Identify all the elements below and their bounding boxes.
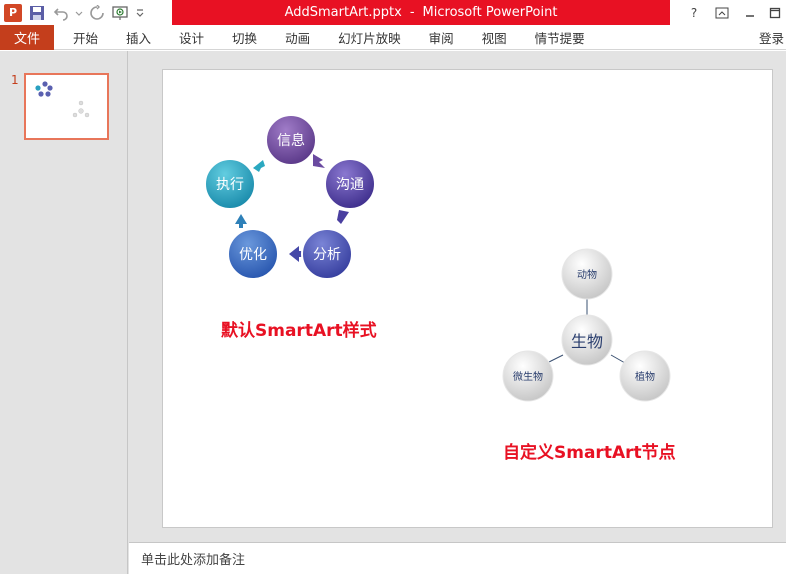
tab-view[interactable]: 视图 [481, 30, 507, 46]
notes-placeholder: 单击此处添加备注 [141, 553, 246, 568]
undo-icon[interactable] [50, 2, 72, 24]
default-smartart-caption[interactable]: 默认SmartArt样式 [221, 321, 377, 341]
hierarchy-node-animal[interactable]: 动物 [561, 248, 613, 300]
minimize-button[interactable] [736, 0, 764, 25]
slideshow-from-start-icon[interactable] [110, 2, 132, 24]
restore-icon [769, 7, 781, 18]
cycle-node-info[interactable]: 信息 [265, 114, 317, 166]
workspace: 1 [0, 51, 786, 574]
cycle-node-analyze[interactable]: 分析 [301, 228, 353, 280]
thumbnail-preview [35, 81, 90, 118]
window-controls: ? [680, 0, 786, 25]
customize-qat-icon[interactable] [134, 2, 146, 24]
cycle-node-label: 沟通 [336, 177, 364, 193]
hierarchy-node-center[interactable]: 生物 [561, 314, 613, 366]
hierarchy-node-label: 植物 [635, 370, 655, 383]
tab-insert[interactable]: 插入 [126, 30, 152, 46]
help-icon: ? [690, 5, 698, 20]
tab-slideshow[interactable]: 幻灯片放映 [338, 30, 401, 46]
cycle-arrow [253, 160, 265, 172]
restore-button[interactable] [764, 0, 786, 25]
custom-smartart-caption[interactable]: 自定义SmartArt节点 [503, 443, 676, 463]
slide-number: 1 [11, 73, 19, 87]
ribbon-tabs: 文件 开始 插入 设计 切换 动画 幻灯片放映 审阅 视图 情节提要 登录 [0, 24, 786, 50]
tab-home[interactable]: 开始 [73, 30, 99, 46]
redo-icon[interactable] [86, 2, 108, 24]
save-icon[interactable] [26, 2, 48, 24]
title-bar: P AddSmartArt.pptx - Microsoft Po [0, 0, 786, 25]
tab-design[interactable]: 设计 [179, 30, 205, 46]
cycle-arrow [313, 154, 325, 168]
cycle-arrow [235, 214, 247, 228]
hierarchy-node-label: 生物 [571, 332, 603, 351]
cycle-node-label: 分析 [313, 247, 341, 263]
tab-review[interactable]: 审阅 [428, 30, 454, 46]
slide-thumbnail-pane[interactable]: 1 [0, 51, 128, 574]
cycle-node-label: 信息 [277, 132, 305, 149]
tab-transitions[interactable]: 切换 [232, 30, 258, 46]
ribbon-display-icon [715, 7, 729, 18]
cycle-node-label: 执行 [216, 177, 244, 193]
cycle-arrow [289, 246, 303, 262]
cycle-node-optimize[interactable]: 优化 [227, 228, 279, 280]
cycle-arrow [337, 210, 349, 224]
cycle-node-execute[interactable]: 执行 [204, 158, 256, 210]
tab-animations[interactable]: 动画 [285, 30, 311, 46]
hierarchy-node-plant[interactable]: 植物 [619, 350, 671, 402]
help-button[interactable]: ? [680, 0, 708, 25]
title-separator: - [409, 5, 415, 20]
cycle-arrows [235, 154, 349, 262]
slide-editing-area: 信息 沟通 分析 优化 [129, 51, 786, 541]
notes-pane[interactable]: 单击此处添加备注 [129, 542, 786, 574]
hierarchy-connectors [546, 298, 626, 364]
file-name: AddSmartArt.pptx [284, 5, 402, 20]
quick-access-toolbar: P [0, 0, 146, 25]
cycle-node-communicate[interactable]: 沟通 [324, 158, 376, 210]
powerpoint-logo-icon[interactable]: P [2, 2, 24, 24]
slide-thumbnail[interactable] [24, 73, 109, 140]
sign-in-link[interactable]: 登录 [758, 31, 784, 46]
app-name: Microsoft PowerPoint [422, 5, 558, 20]
tab-file[interactable]: 文件 [0, 24, 54, 50]
hierarchy-node-label: 微生物 [513, 370, 543, 383]
window-title: AddSmartArt.pptx - Microsoft PowerPoint [172, 0, 670, 25]
ribbon-display-options-button[interactable] [708, 0, 736, 25]
minimize-icon [746, 14, 754, 17]
tab-storyboarding[interactable]: 情节提要 [534, 30, 585, 46]
slide-canvas[interactable]: 信息 沟通 分析 优化 [162, 69, 773, 528]
slide-content: 信息 沟通 分析 优化 [204, 114, 671, 402]
hierarchy-node-label: 动物 [577, 268, 597, 281]
undo-dropdown-icon[interactable] [74, 2, 84, 24]
hierarchy-node-microbe[interactable]: 微生物 [502, 350, 554, 402]
cycle-node-label: 优化 [239, 247, 267, 263]
